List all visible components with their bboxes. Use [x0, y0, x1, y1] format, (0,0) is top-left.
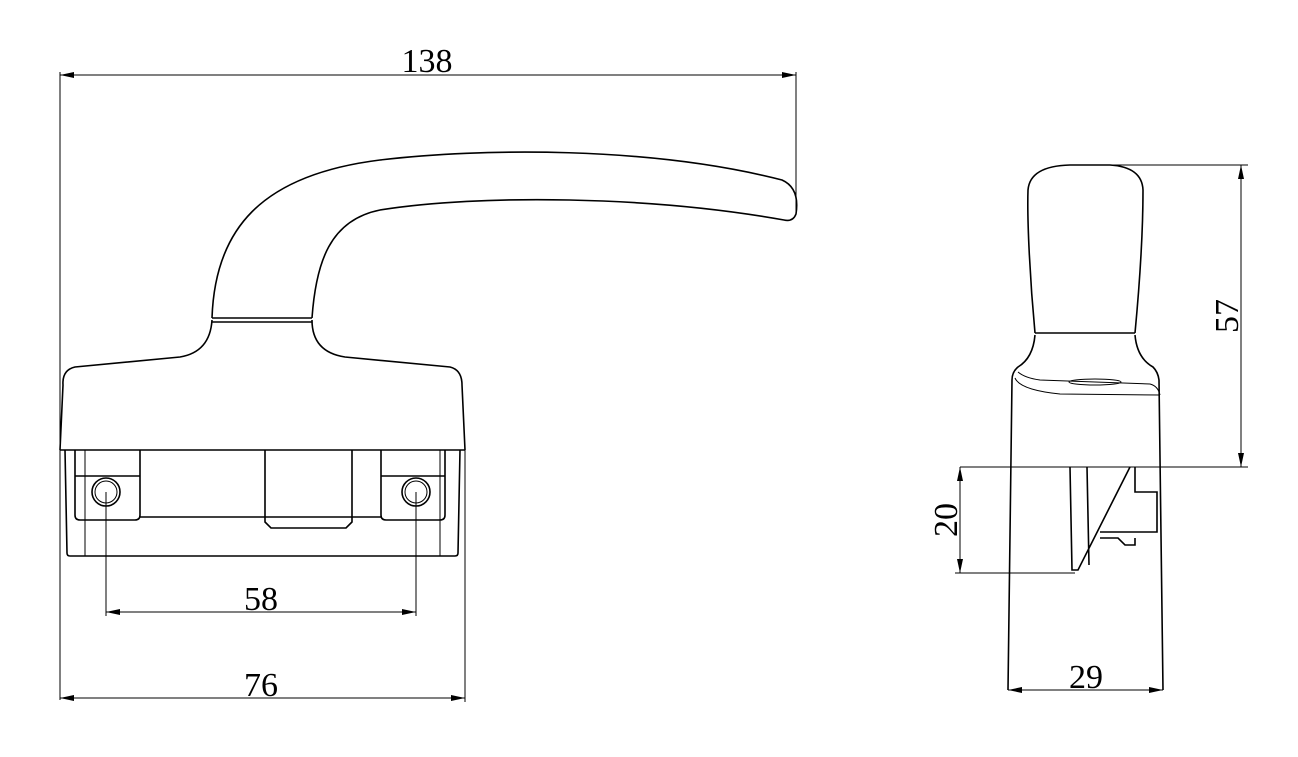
front-view: 138 58 76 [59, 43, 798, 704]
rose-outline [59, 319, 466, 451]
dim-57-label: 57 [1209, 299, 1246, 333]
dim-29-label: 29 [1069, 659, 1103, 696]
side-neck-outline [1007, 334, 1164, 691]
side-spindle-hole-icon [1068, 378, 1122, 386]
dim-58-extension [105, 492, 417, 616]
side-base-parts [1069, 466, 1158, 571]
center-tab [264, 450, 353, 529]
dim-57-extension [960, 164, 1248, 468]
right-screw-block [380, 450, 446, 521]
side-neck-bevel [1014, 371, 1161, 396]
dim-138-extension [59, 72, 797, 700]
handle-lever-outline [211, 151, 798, 319]
left-screw-block [74, 450, 141, 521]
dim-20-label: 20 [928, 503, 965, 537]
side-handle-outline [1027, 164, 1144, 334]
dim-138-label: 138 [402, 43, 453, 80]
side-view: 57 20 29 [928, 164, 1248, 696]
dim-76-label: 76 [244, 667, 278, 704]
base-inner-lines [84, 450, 441, 556]
dim-58-label: 58 [244, 581, 278, 618]
base-body [64, 449, 461, 557]
handle-collar-line [212, 317, 312, 323]
